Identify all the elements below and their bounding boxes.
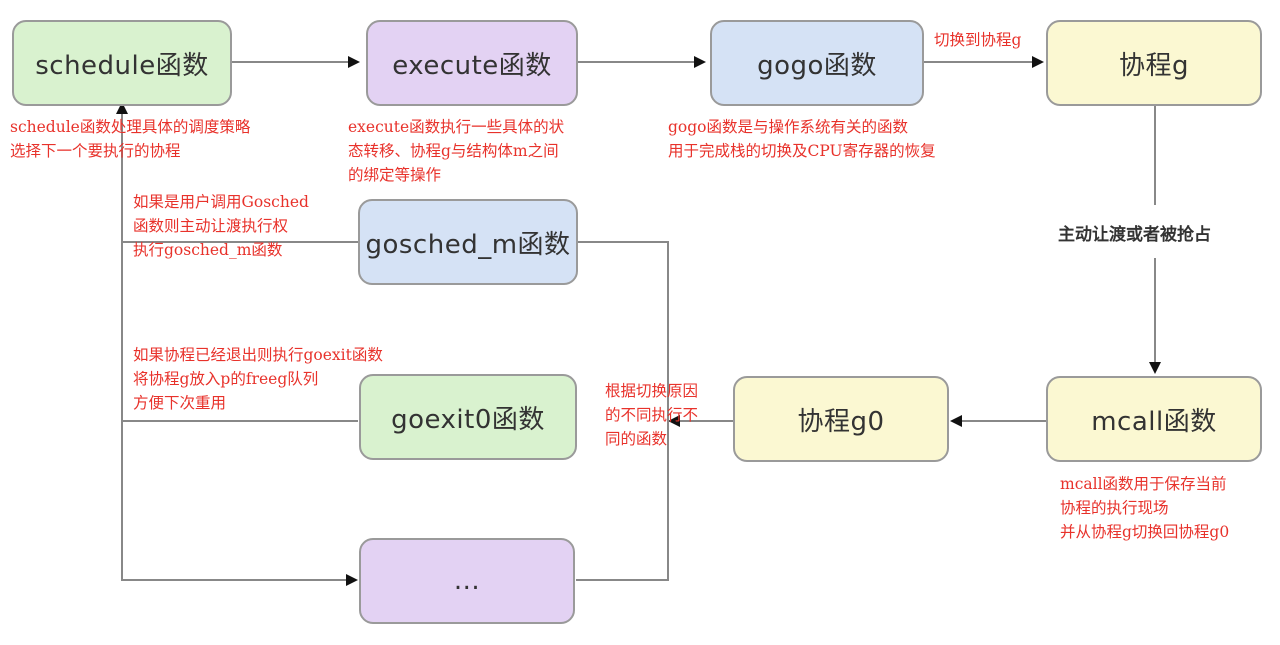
node-label: ... xyxy=(453,566,481,596)
note-line: 用于完成栈的切换及CPU寄存器的恢复 xyxy=(668,142,936,160)
note-line: 执行gosched_m函数 xyxy=(133,241,283,259)
node-gosched-m: gosched_m函数 xyxy=(358,199,578,285)
arrowhead-icon xyxy=(348,56,360,68)
node-label: 协程g0 xyxy=(797,406,885,437)
arrowhead-icon xyxy=(694,56,706,68)
arrowhead-icon xyxy=(1032,56,1044,68)
arrowhead-icon xyxy=(668,415,680,427)
node-label: 协程g xyxy=(1118,50,1189,81)
node-coroutine-g: 协程g xyxy=(1046,20,1262,106)
node-mcall: mcall函数 xyxy=(1046,376,1262,462)
edge-branch-vertical xyxy=(576,241,669,581)
note-line: 切换到协程g xyxy=(934,31,1022,49)
arrowhead-icon xyxy=(950,415,962,427)
note-line: 选择下一个要执行的协程 xyxy=(10,142,181,160)
note-line: 并从协程g切换回协程g0 xyxy=(1060,523,1230,541)
note-line: 的绑定等操作 xyxy=(348,166,442,184)
note-line: schedule函数处理具体的调度策略 xyxy=(10,118,251,136)
note-execute: execute函数执行一些具体的状 态转移、协程g与结构体m之间 的绑定等操作 xyxy=(348,115,564,187)
note-line: 方便下次重用 xyxy=(133,394,227,412)
node-label: execute函数 xyxy=(392,50,552,81)
node-execute: execute函数 xyxy=(366,20,578,106)
node-label: mcall函数 xyxy=(1091,406,1217,437)
note-line: 如果协程已经退出则执行goexit函数 xyxy=(133,346,383,364)
arrowhead-icon xyxy=(1149,362,1161,374)
node-label: gogo函数 xyxy=(757,50,877,81)
note-line: mcall函数用于保存当前 xyxy=(1060,475,1227,493)
note-schedule: schedule函数处理具体的调度策略 选择下一个要执行的协程 xyxy=(10,115,250,163)
node-ellipsis: ... xyxy=(359,538,575,624)
note-gosched: 如果是用户调用Gosched 函数则主动让渡执行权 执行gosched_m函数 xyxy=(133,190,309,262)
node-schedule: schedule函数 xyxy=(12,20,232,106)
edge-label-yield-or-preempt: 主动让渡或者被抢占 xyxy=(1054,218,1215,247)
node-label: goexit0函数 xyxy=(391,404,545,435)
node-coroutine-g0: 协程g0 xyxy=(733,376,949,462)
edge-label-switch-to-g: 切换到协程g xyxy=(934,28,1021,52)
note-goexit: 如果协程已经退出则执行goexit函数 将协程g放入p的freeg队列 方便下次… xyxy=(133,343,383,415)
note-line: 函数则主动让渡执行权 xyxy=(133,217,289,235)
note-line: 如果是用户调用Gosched xyxy=(133,193,309,211)
node-gogo: gogo函数 xyxy=(710,20,924,106)
note-gogo: gogo函数是与操作系统有关的函数 用于完成栈的切换及CPU寄存器的恢复 xyxy=(668,115,936,163)
node-goexit0: goexit0函数 xyxy=(359,374,577,460)
note-line: 将协程g放入p的freeg队列 xyxy=(133,370,319,388)
node-label: schedule函数 xyxy=(35,50,209,81)
node-label: gosched_m函数 xyxy=(365,229,571,260)
arrowhead-icon xyxy=(346,574,358,586)
note-g0: 根据切换原因 的不同执行不 同的函数 xyxy=(605,379,698,451)
note-line: 的不同执行不 xyxy=(605,406,699,424)
note-line: 同的函数 xyxy=(605,430,668,448)
note-mcall: mcall函数用于保存当前 协程的执行现场 并从协程g切换回协程g0 xyxy=(1060,472,1229,544)
edge-loop-left xyxy=(121,112,350,581)
note-line: 根据切换原因 xyxy=(605,382,699,400)
note-line: execute函数执行一些具体的状 xyxy=(348,118,565,136)
note-line: gogo函数是与操作系统有关的函数 xyxy=(668,118,909,136)
arrowhead-icon xyxy=(116,102,128,114)
note-line: 态转移、协程g与结构体m之间 xyxy=(348,142,559,160)
note-line: 协程的执行现场 xyxy=(1060,499,1169,517)
